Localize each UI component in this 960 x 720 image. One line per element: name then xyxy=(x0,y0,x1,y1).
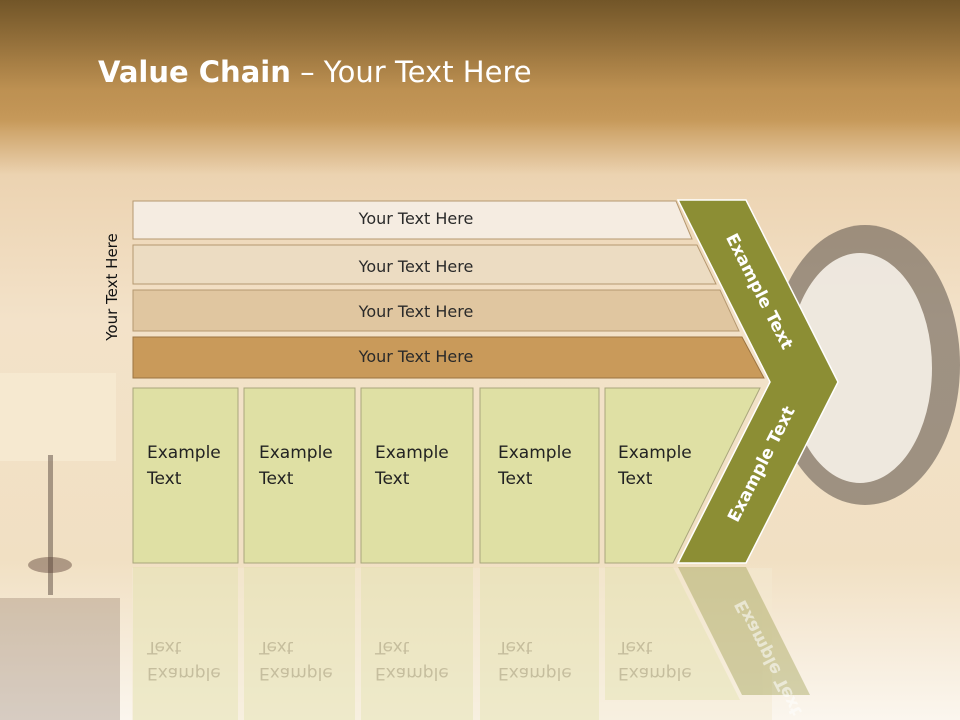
box-reflection-3-line2: Text xyxy=(375,637,410,657)
box-label-3-line2: Text xyxy=(375,469,410,489)
box-reflection-5-line1: Example xyxy=(618,663,692,683)
box-reflection-5: Example Text xyxy=(618,634,692,686)
bed xyxy=(132,568,772,720)
box-label-3-line1: Example xyxy=(375,443,449,463)
box-reflection-2-line1: Example xyxy=(259,663,333,683)
row-bar-4 xyxy=(132,336,765,379)
row-label-3: Your Text Here xyxy=(358,302,474,321)
row-bar-3 xyxy=(132,289,740,332)
box-label-4-line1: Example xyxy=(498,443,572,463)
title-rest: – Your Text Here xyxy=(290,55,532,89)
lamp-stem xyxy=(48,455,53,595)
row-bar-2 xyxy=(132,244,717,285)
box-label-2: Example Text xyxy=(259,440,333,492)
activity-box-2 xyxy=(243,387,356,564)
box-reflection-3-line1: Example xyxy=(375,663,449,683)
mirror-glass xyxy=(788,253,932,483)
box-reflection-2: Example Text xyxy=(259,634,333,686)
reflection xyxy=(133,567,810,720)
box-label-3: Example Text xyxy=(375,440,449,492)
chevron-arrow xyxy=(676,199,839,564)
box-reflection-4-line1: Example xyxy=(498,663,572,683)
box-label-1-line1: Example xyxy=(147,443,221,463)
box-reflection-2-line2: Text xyxy=(259,637,294,657)
box-label-5: Example Text xyxy=(618,440,692,492)
box-label-4-line2: Text xyxy=(498,469,533,489)
header-band xyxy=(0,0,960,130)
box-reflection-4-line2: Text xyxy=(498,637,533,657)
activity-box-4 xyxy=(479,387,600,564)
row-label-4: Your Text Here xyxy=(358,347,474,366)
row-label-1: Your Text Here xyxy=(358,209,474,228)
box-reflection-3: Example Text xyxy=(375,634,449,686)
box-label-2-line2: Text xyxy=(259,469,294,489)
box-reflection-5-line2: Text xyxy=(618,637,653,657)
lampshade xyxy=(0,373,116,461)
box-reflection-1: Example Text xyxy=(147,634,221,686)
box-reflection-1-line2: Text xyxy=(147,637,182,657)
box-label-2-line1: Example xyxy=(259,443,333,463)
box-label-5-line2: Text xyxy=(618,469,653,489)
nightstand xyxy=(0,598,120,720)
row-label-2: Your Text Here xyxy=(358,257,474,276)
title-bold: Value Chain xyxy=(98,55,291,89)
slide-title: Value Chain – Your Text Here xyxy=(98,55,532,89)
box-label-5-line1: Example xyxy=(618,443,692,463)
activity-box-3 xyxy=(360,387,474,564)
row-bar-1 xyxy=(132,200,693,240)
activity-box-5 xyxy=(604,387,761,564)
box-label-1: Example Text xyxy=(147,440,221,492)
activity-box-1 xyxy=(132,387,239,564)
box-label-1-line2: Text xyxy=(147,469,182,489)
box-label-4: Example Text xyxy=(498,440,572,492)
box-reflection-1-line1: Example xyxy=(147,663,221,683)
lamp-base xyxy=(28,557,72,573)
box-reflection-4: Example Text xyxy=(498,634,572,686)
